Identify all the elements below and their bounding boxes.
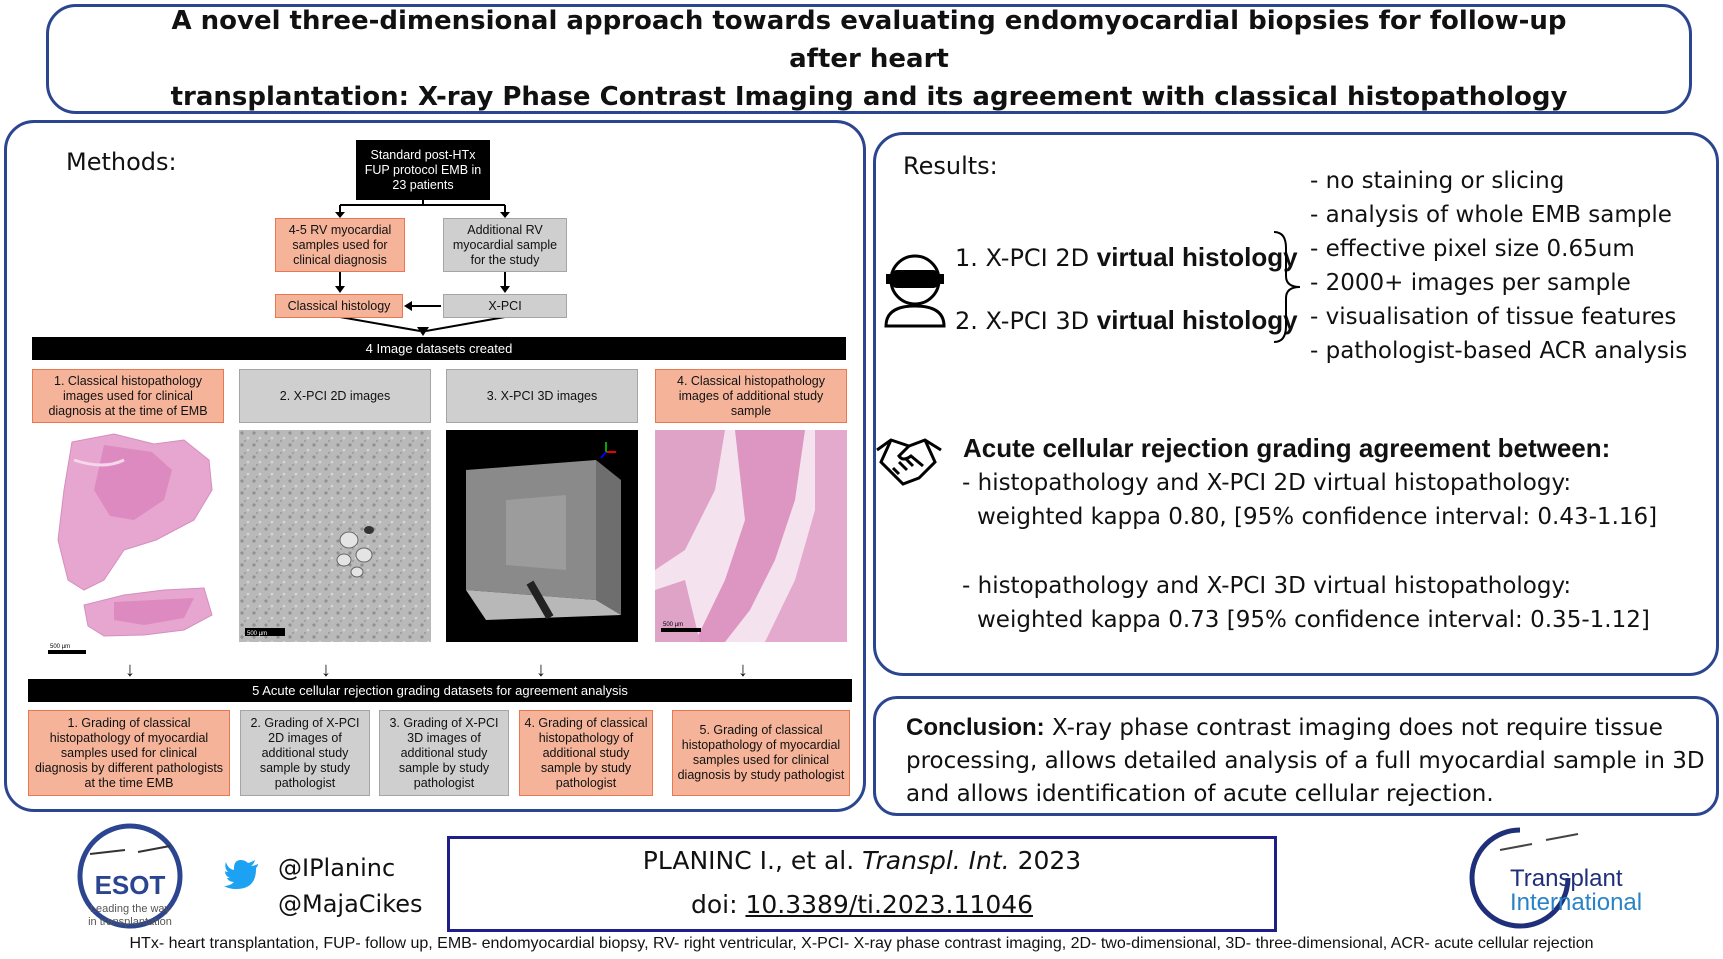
classical-histology-box: Classical histology (275, 294, 403, 318)
histology-image-4: 500 µm (655, 430, 847, 642)
title-panel: A novel three-dimensional approach towar… (46, 4, 1692, 114)
page-title: A novel three-dimensional approach towar… (139, 2, 1599, 116)
citation-journal: Transpl. Int. (862, 846, 1010, 875)
conclusion-text: Conclusion: X-ray phase contrast imaging… (906, 711, 1705, 811)
ti-logo-text-1: Transplant (1510, 865, 1623, 892)
acr-agreement-3d: - histopathology and X-PCI 3D virtual hi… (962, 569, 1650, 637)
grading-5-box: 5. Grading of classical histopathology o… (672, 710, 850, 796)
acr-3d-label: - histopathology and X-PCI 3D virtual hi… (962, 573, 1572, 599)
title-line-2: transplantation: X-ray Phase Contrast Im… (170, 82, 1568, 112)
citation-year: 2023 (1009, 846, 1082, 875)
feature-item: - effective pixel size 0.65um (1310, 236, 1635, 262)
acr-3d-kappa: weighted kappa 0.73 [95% confidence inte… (977, 607, 1650, 633)
citation-box (447, 836, 1277, 932)
result-item-3d: 2. X-PCI 3D virtual histology (955, 305, 1298, 336)
result-item-2d: 1. X-PCI 2D virtual histology (955, 242, 1298, 273)
arrow-down-2: ↓ (321, 659, 331, 681)
flow-connectors (335, 200, 510, 336)
grading-1-box: 1. Grading of classical histopathology o… (28, 710, 230, 796)
grading-2-box: 2. Grading of X-PCI 2D images of additio… (240, 710, 370, 796)
ti-logo-text-2: International (1510, 889, 1642, 916)
study-sample-box: Additional RV myocardial sample for the … (443, 218, 567, 272)
histology-image-1: 500 µm (48, 433, 213, 654)
esot-tagline-2: in transplantation (88, 916, 172, 928)
dataset-1-box: 1. Classical histopathology images used … (32, 369, 224, 423)
methods-heading: Methods: (66, 148, 177, 176)
xpci-box: X-PCI (443, 294, 567, 318)
dataset-2-box: 2. X-PCI 2D images (239, 369, 431, 423)
twitter-icon[interactable] (224, 860, 260, 890)
arrow-down-1: ↓ (125, 659, 135, 681)
grading-3-box: 3. Grading of X-PCI 3D images of additio… (379, 710, 509, 796)
doi-label: doi: (690, 890, 746, 919)
conclusion-label: Conclusion: (906, 714, 1045, 741)
acr-2d-kappa: weighted kappa 0.80, [95% confidence int… (977, 504, 1658, 530)
xpci-3d-image (446, 430, 638, 642)
scale-label-4: 500 µm (663, 622, 683, 628)
xpci-2d-image: 500 µm (239, 430, 431, 642)
scale-label-1: 500 µm (50, 644, 70, 650)
result-item-3d-number: 2. (955, 307, 978, 335)
handshake-icon (876, 438, 942, 486)
acr-agreement-2d: - histopathology and X-PCI 2D virtual hi… (962, 466, 1657, 534)
twitter-handle-2[interactable]: @MajaCikes (278, 890, 423, 918)
esot-logo: ESOT Leading the way in transplantation (77, 823, 183, 929)
dataset-4-box: 4. Classical histopathology images of ad… (655, 369, 847, 423)
esot-logo-text: ESOT (95, 870, 166, 900)
acr-heading: Acute cellular rejection grading agreeme… (963, 433, 1611, 463)
arrow-down-4: ↓ (738, 659, 748, 681)
flow-start-box: Standard post-HTx FUP protocol EMB in 23… (356, 140, 490, 200)
citation-authors: PLANINC I., et al. (642, 846, 863, 875)
features-list: - no staining or slicing - analysis of w… (1310, 164, 1687, 368)
feature-item: - no staining or slicing (1310, 168, 1565, 194)
result-item-2d-number: 1. (955, 244, 978, 272)
twitter-handle-1[interactable]: @IPlaninc (278, 854, 396, 882)
results-heading: Results: (903, 152, 998, 180)
conclusion-line-3: and allows identification of acute cellu… (906, 781, 1494, 807)
grading-datasets-bar: 5 Acute cellular rejection grading datas… (28, 679, 852, 702)
abbreviations-footer: HTx- heart transplantation, FUP- follow … (129, 935, 1594, 952)
feature-item: - 2000+ images per sample (1310, 270, 1631, 296)
title-line-1: A novel three-dimensional approach towar… (171, 6, 1567, 74)
results-panel (873, 132, 1719, 676)
scale-label-2: 500 µm (247, 631, 267, 637)
result-item-3d-bold: virtual histology (1096, 305, 1298, 335)
arrow-down-3: ↓ (536, 659, 546, 681)
transplant-international-logo: Transplant International (1469, 827, 1642, 929)
doi-line: doi: 10.3389/ti.2023.11046 (447, 890, 1277, 919)
curly-brace (1273, 231, 1301, 343)
esot-tagline-1: Leading the way (90, 903, 171, 915)
twitter-handles: @IPlaninc @MajaCikes (278, 850, 423, 922)
citation-line: PLANINC I., et al. Transpl. Int. 2023 (447, 846, 1277, 875)
feature-item: - pathologist-based ACR analysis (1310, 338, 1688, 364)
result-item-3d-method: X-PCI 3D (985, 307, 1097, 335)
result-item-2d-bold: virtual histology (1096, 242, 1298, 272)
conclusion-line-2: processing, allows detailed analysis of … (906, 748, 1705, 774)
doi-link[interactable]: 10.3389/ti.2023.11046 (745, 890, 1034, 919)
vr-headset-icon (884, 254, 946, 328)
dataset-3-box: 3. X-PCI 3D images (446, 369, 638, 423)
conclusion-line-1: X-ray phase contrast imaging does not re… (1044, 715, 1663, 741)
feature-item: - analysis of whole EMB sample (1310, 202, 1672, 228)
acr-2d-label: - histopathology and X-PCI 2D virtual hi… (962, 470, 1572, 496)
image-datasets-bar: 4 Image datasets created (32, 337, 846, 360)
grading-4-box: 4. Grading of classical histopathology o… (519, 710, 653, 796)
result-item-2d-method: X-PCI 2D (985, 244, 1097, 272)
clinical-samples-box: 4-5 RV myocardial samples used for clini… (275, 218, 405, 272)
conclusion-panel (873, 696, 1719, 816)
feature-item: - visualisation of tissue features (1310, 304, 1677, 330)
